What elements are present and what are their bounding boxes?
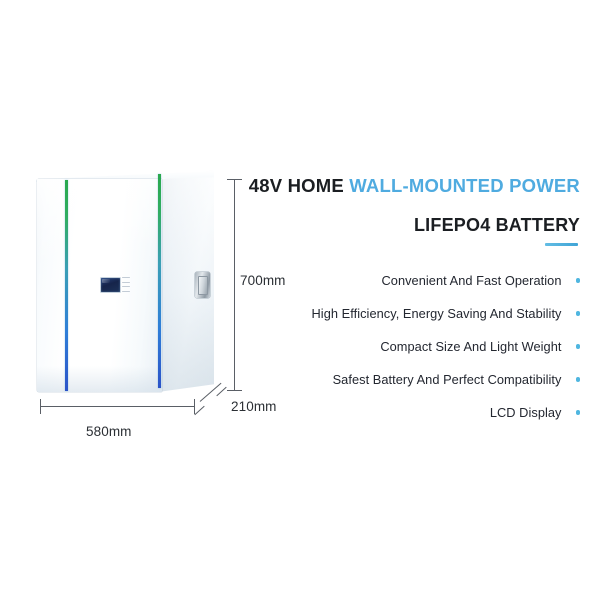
width-dimension-line — [40, 406, 195, 407]
led-indicator — [122, 277, 130, 279]
accent-stripe-right — [158, 174, 161, 388]
led-indicator — [122, 281, 130, 283]
bullet-dot-icon — [575, 344, 580, 349]
led-indicator — [122, 286, 130, 288]
feature-list: Convenient And Fast Operation High Effic… — [230, 264, 580, 429]
depth-dimension-cap-near — [194, 405, 205, 416]
list-item: Compact Size And Light Weight — [230, 330, 580, 363]
feature-label: Convenient And Fast Operation — [381, 273, 562, 288]
list-item: High Efficiency, Energy Saving And Stabi… — [230, 297, 580, 330]
list-item: Convenient And Fast Operation — [230, 264, 580, 297]
feature-label: LCD Display — [489, 405, 562, 420]
lcd-screen — [100, 277, 121, 293]
height-dimension-cap-bottom — [227, 390, 242, 391]
led-indicator-group — [122, 277, 131, 292]
list-item: LCD Display — [230, 396, 580, 429]
lcd-glint — [102, 279, 110, 283]
depth-dimension-label: 210mm — [231, 399, 277, 414]
headline-primary: 48V HOME — [248, 175, 344, 196]
led-indicator — [122, 290, 130, 292]
product-illustration: 700mm 580mm 210mm — [0, 0, 285, 440]
subheadline: LIFEPO4 BATTERY — [413, 215, 580, 235]
headline-accent: WALL-MOUNTED POWER — [349, 175, 580, 196]
width-dimension-cap-right — [194, 399, 195, 414]
height-dimension-label: 700mm — [240, 273, 286, 288]
width-dimension-cap-left — [40, 399, 41, 414]
height-dimension-cap-top — [227, 179, 242, 180]
feature-label: Safest Battery And Perfect Compatibility — [332, 372, 562, 387]
bullet-dot-icon — [575, 311, 580, 316]
bullet-dot-icon — [575, 377, 580, 382]
accent-stripe-left — [65, 180, 68, 391]
side-connector-port-inner — [198, 276, 208, 295]
product-top-face — [36, 171, 214, 182]
feature-label: Compact Size And Light Weight — [380, 339, 562, 354]
product-bottom-shading — [37, 366, 162, 392]
depth-dimension-cap-far — [216, 386, 227, 397]
headline: 48V HOME WALL-MOUNTED POWER — [240, 175, 580, 197]
accent-divider-bar — [545, 243, 578, 246]
bullet-dot-icon — [575, 278, 580, 283]
list-item: Safest Battery And Perfect Compatibility — [230, 363, 580, 396]
width-dimension-label: 580mm — [86, 424, 132, 439]
height-dimension-line — [234, 179, 235, 391]
feature-label: High Efficiency, Energy Saving And Stabi… — [311, 306, 562, 321]
side-connector-port — [195, 272, 210, 298]
bullet-dot-icon — [575, 410, 580, 415]
